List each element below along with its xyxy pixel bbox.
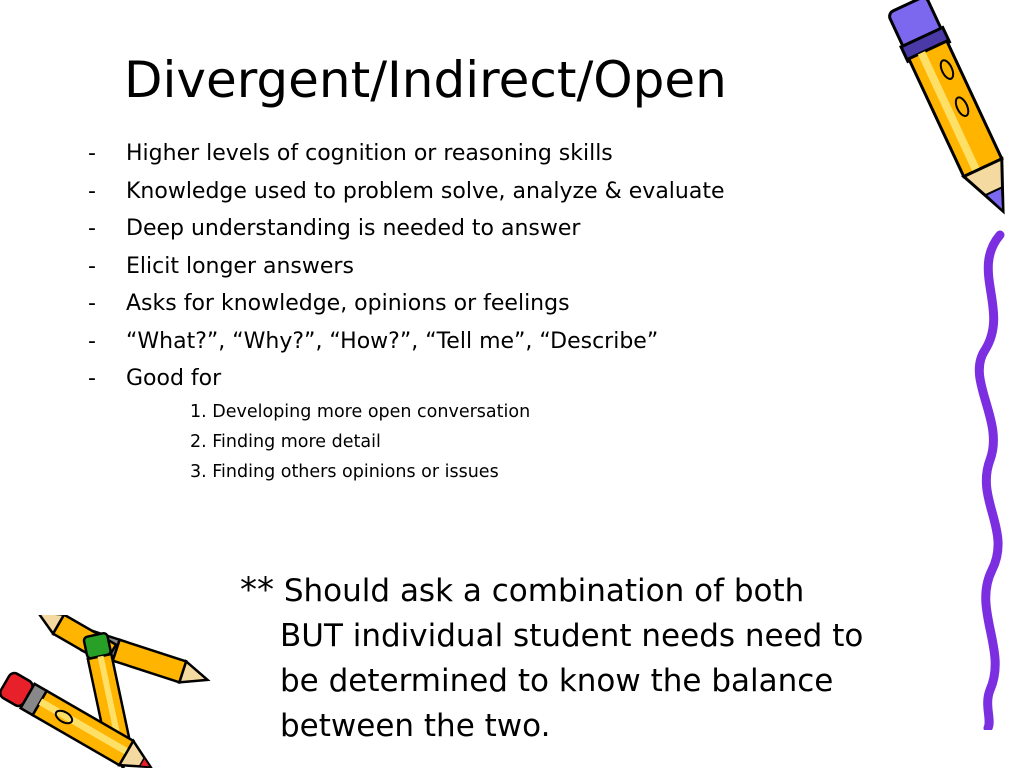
bullet-marker: -: [88, 141, 96, 166]
sub-item: 1. Developing more open conversation: [190, 402, 531, 422]
bullet-text: Elicit longer answers: [126, 253, 354, 279]
note-asterisks: **: [240, 570, 274, 610]
bullet-text: Knowledge used to problem solve, analyze…: [126, 178, 725, 204]
bullet-text: “What?”, “Why?”, “How?”, “Tell me”, “Des…: [126, 328, 659, 354]
note-line: between the two.: [280, 708, 551, 744]
sub-item: 2. Finding more detail: [190, 432, 381, 452]
pencil-icon: [888, 0, 1005, 215]
sub-list: 1. Developing more open conversation 2. …: [190, 397, 530, 487]
bullet-marker: -: [88, 366, 96, 391]
note-line: BUT individual student needs need to: [280, 618, 864, 654]
squiggle-line-icon: [974, 230, 1005, 730]
slide-title: Divergent/Indirect/Open: [124, 51, 727, 109]
note-line: ** Should ask a combination of both: [240, 568, 940, 614]
bullet-text: Good for: [126, 366, 222, 391]
bullet-marker: -: [88, 291, 96, 316]
sub-item: 3. Finding others opinions or issues: [190, 462, 499, 482]
bullet-marker: -: [88, 253, 96, 279]
note-text: Should ask a combination of both: [274, 573, 805, 609]
bullet-text: Deep understanding is needed to answer: [126, 216, 581, 241]
bullet-marker: -: [88, 178, 96, 204]
pencils-bundle-icon: [0, 615, 211, 768]
note-paragraph: ** Should ask a combination of both BUT …: [240, 568, 940, 749]
bullet-marker: -: [88, 328, 96, 354]
bullet-marker: -: [88, 216, 96, 241]
bullet-text: Higher levels of cognition or reasoning …: [126, 141, 613, 166]
bullet-text: Asks for knowledge, opinions or feelings: [126, 291, 570, 316]
note-line: be determined to know the balance: [280, 663, 834, 699]
